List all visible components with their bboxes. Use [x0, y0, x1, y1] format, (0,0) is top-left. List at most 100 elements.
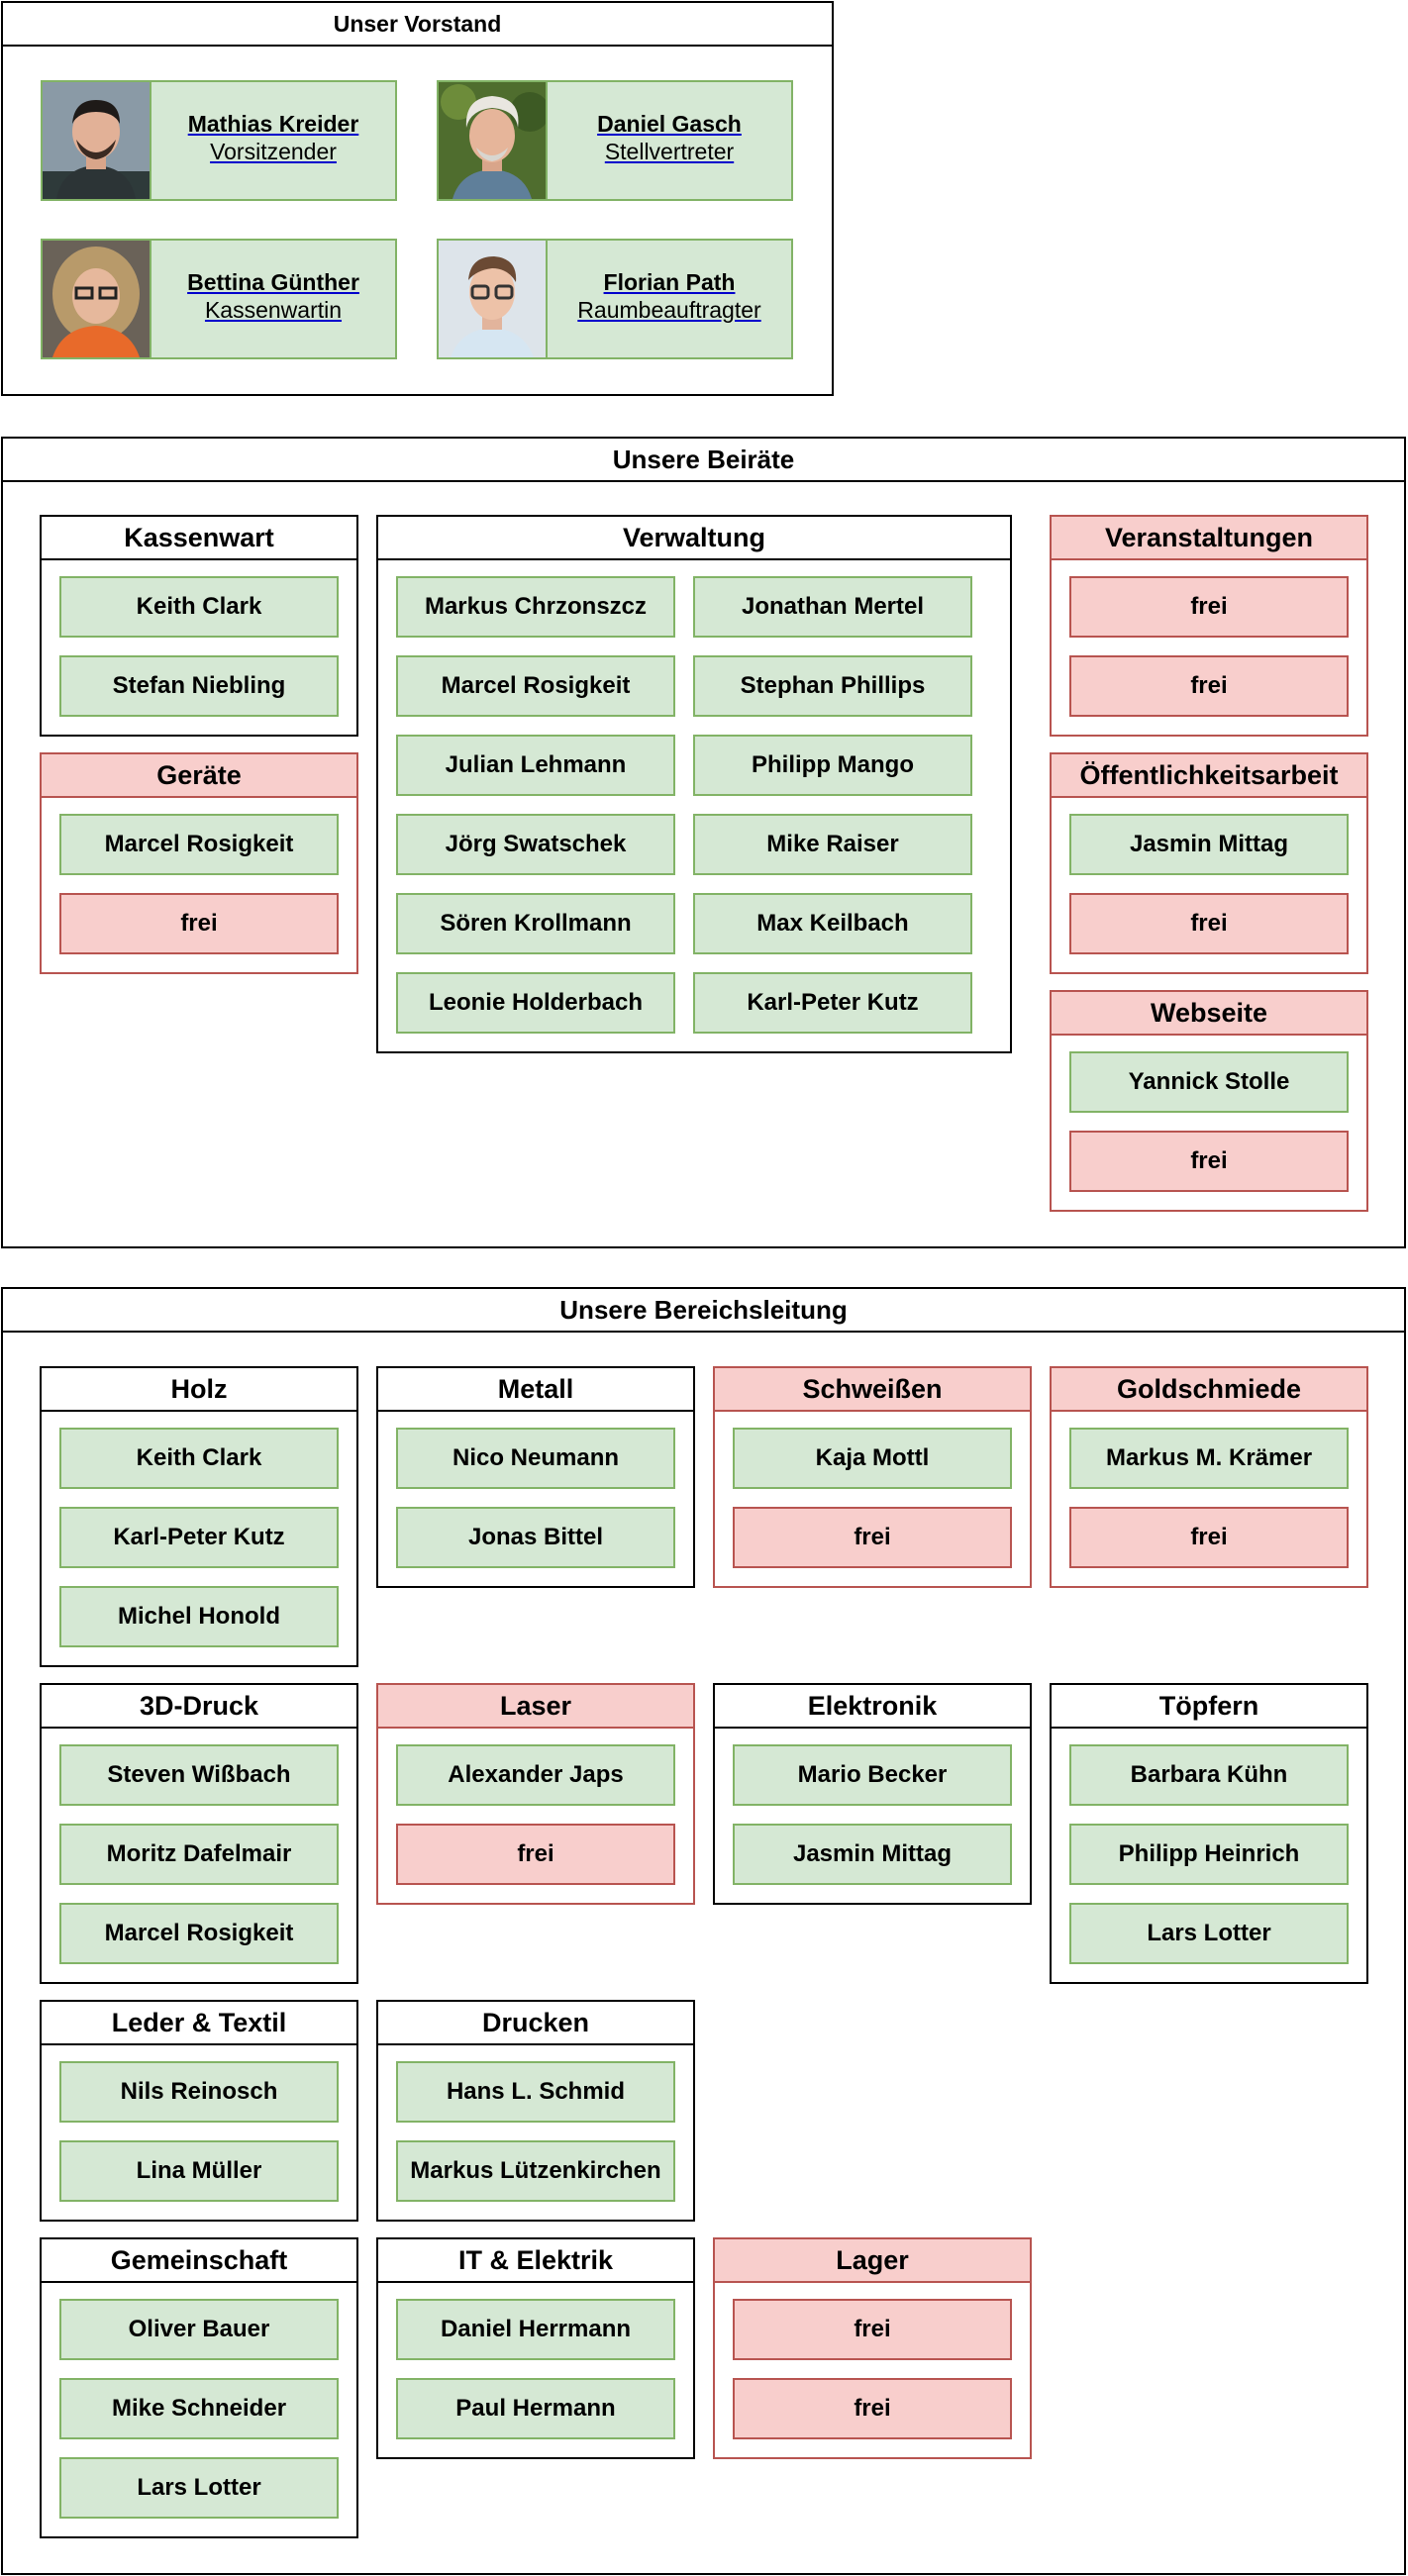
vacant-slot: frei — [396, 1824, 675, 1885]
group-title: Holz — [42, 1368, 356, 1412]
member-list: frei frei — [1052, 560, 1366, 717]
member-slot: Paul Hermann — [396, 2378, 675, 2439]
avatar — [43, 241, 151, 357]
member-name[interactable]: Daniel Gasch — [597, 111, 742, 137]
member-slot: Stephan Phillips — [693, 655, 972, 717]
group-title: 3D-Druck — [42, 1685, 356, 1729]
group-title: Leder & Textil — [42, 2002, 356, 2045]
member-slot: Stefan Niebling — [59, 655, 339, 717]
vacant-slot: frei — [1069, 655, 1349, 717]
group-title: Geräte — [42, 754, 356, 798]
member-slot: Lars Lotter — [59, 2457, 339, 2519]
vacant-slot: frei — [1069, 893, 1349, 954]
group-title: Veranstaltungen — [1052, 517, 1366, 560]
group-title: Töpfern — [1052, 1685, 1366, 1729]
member-slot: Philipp Heinrich — [1069, 1824, 1349, 1885]
member-slot: Alexander Japs — [396, 1744, 675, 1806]
member-slot: Marcel Rosigkeit — [59, 1903, 339, 1964]
member-role[interactable]: Raumbeauftragter — [577, 297, 761, 323]
avatar — [43, 82, 151, 199]
vacant-slot: frei — [733, 2378, 1012, 2439]
member-slot: Lars Lotter — [1069, 1903, 1349, 1964]
board-member-card: Daniel Gasch Stellvertreter — [437, 80, 793, 201]
member-slot: Mike Raiser — [693, 814, 972, 875]
member-slot: Mario Becker — [733, 1744, 1012, 1806]
member-slot: Jasmin Mittag — [1069, 814, 1349, 875]
member-name[interactable]: Florian Path — [603, 269, 736, 295]
member-slot: Jonathan Mertel — [693, 576, 972, 638]
member-role[interactable]: Kassenwartin — [204, 297, 343, 323]
group-title: IT & Elektrik — [378, 2239, 693, 2283]
group-title: Schweißen — [715, 1368, 1030, 1412]
member-slot: Barbara Kühn — [1069, 1744, 1349, 1806]
member-slot: Keith Clark — [59, 576, 339, 638]
member-name[interactable]: Mathias Kreider — [187, 111, 359, 137]
member-slot: Markus Lützenkirchen — [396, 2140, 675, 2202]
avatar — [439, 241, 548, 357]
member-role[interactable]: Vorsitzender — [210, 139, 337, 164]
member-slot: Lina Müller — [59, 2140, 339, 2202]
member-slot: Jörg Swatschek — [396, 814, 675, 875]
member-slot: Jonas Bittel — [396, 1507, 675, 1568]
member-slot: Steven Wißbach — [59, 1744, 339, 1806]
bereichsleitung-title: Unsere Bereichsleitung — [3, 1289, 1404, 1333]
member-role[interactable]: Stellvertreter — [604, 139, 735, 164]
member-slot: Leonie Holderbach — [396, 972, 675, 1034]
vacant-slot: frei — [1069, 1507, 1349, 1568]
member-list: Jasmin Mittag frei — [1052, 798, 1366, 954]
member-slot: Oliver Bauer — [59, 2299, 339, 2360]
avatar — [439, 82, 548, 199]
vacant-slot: frei — [59, 893, 339, 954]
vacant-slot: frei — [733, 1507, 1012, 1568]
advisory-group-veranstaltungen: Veranstaltungen frei frei — [1050, 515, 1368, 737]
member-list: Markus M. Krämer frei — [1052, 1412, 1366, 1568]
member-slot: Sören Krollmann — [396, 893, 675, 954]
vacant-slot: frei — [1069, 1131, 1349, 1192]
member-slot: Jasmin Mittag — [733, 1824, 1012, 1885]
member-name[interactable]: Bettina Günther — [187, 269, 359, 295]
board-member-card: Florian Path Raumbeauftragter — [437, 239, 793, 359]
member-slot: Hans L. Schmid — [396, 2061, 675, 2123]
member-slot: Karl-Peter Kutz — [693, 972, 972, 1034]
group-title: Drucken — [378, 2002, 693, 2045]
board-member-card: Mathias Kreider Vorsitzender — [41, 80, 397, 201]
member-slot: Moritz Dafelmair — [59, 1824, 339, 1885]
group-title: Goldschmiede — [1052, 1368, 1366, 1412]
member-slot: Yannick Stolle — [1069, 1051, 1349, 1113]
member-slot: Marcel Rosigkeit — [396, 655, 675, 717]
group-title: Öffentlichkeitsarbeit — [1052, 754, 1366, 798]
member-slot: Markus M. Krämer — [1069, 1428, 1349, 1489]
board-member-card: Bettina Günther Kassenwartin — [41, 239, 397, 359]
member-slot: Daniel Herrmann — [396, 2299, 675, 2360]
member-slot: Kaja Mottl — [733, 1428, 1012, 1489]
member-slot: Max Keilbach — [693, 893, 972, 954]
vacant-slot: frei — [1069, 576, 1349, 638]
member-slot: Philipp Mango — [693, 735, 972, 796]
group-title: Laser — [378, 1685, 693, 1729]
group-title: Metall — [378, 1368, 693, 1412]
member-slot: Markus Chrzonszcz — [396, 576, 675, 638]
